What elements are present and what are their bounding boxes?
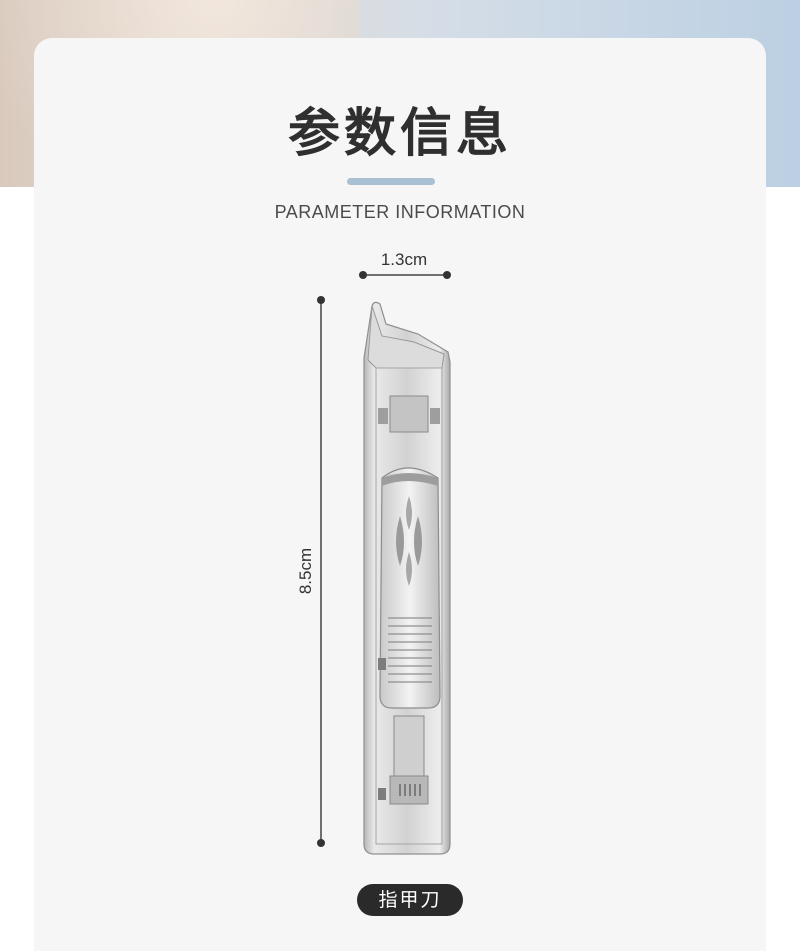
width-dimension-line (359, 271, 451, 279)
height-label: 8.5cm (296, 547, 315, 595)
page-subtitle: PARAMETER INFORMATION (274, 202, 526, 222)
page-title: 参数信息 (287, 104, 512, 164)
nail-clipper-icon (363, 301, 451, 855)
product-name-badge: 指甲刀 (357, 884, 463, 916)
width-label: 1.3cm (380, 250, 428, 269)
title-underline (347, 178, 435, 185)
height-dimension-line (317, 296, 325, 847)
